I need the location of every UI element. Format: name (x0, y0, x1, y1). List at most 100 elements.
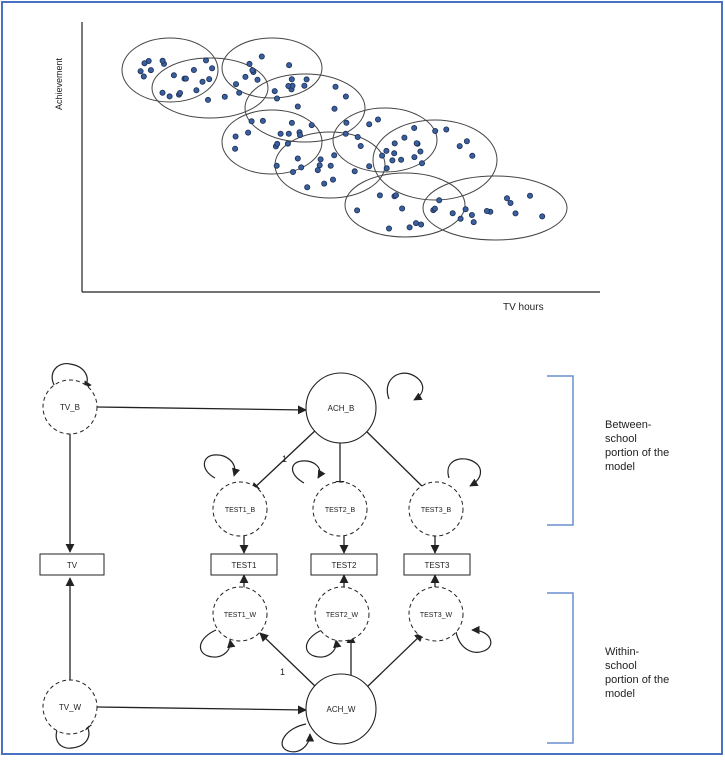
cluster-ellipse (221, 37, 323, 99)
variance-loops (51, 363, 492, 753)
loop-test1-w (199, 629, 236, 658)
student-dot (274, 140, 281, 147)
node-test2-w: TEST2_W (314, 586, 370, 642)
student-dot (284, 140, 291, 147)
student-dot (418, 160, 425, 167)
student-dot (190, 67, 197, 74)
node-test2-w-label: TEST2_W (326, 612, 359, 619)
y-axis-label: Achievement (54, 57, 64, 110)
within-label: Within- school portion of the model (605, 646, 672, 700)
cluster-ellipse (372, 119, 498, 201)
student-dot (137, 68, 144, 75)
path-model: 1 1 TV_B ACH_B TEST1_B TEST2_B TEST3_B T… (39, 363, 672, 753)
student-dot (366, 163, 373, 170)
student-dot (176, 90, 183, 97)
student-dot (296, 132, 303, 139)
student-dot (329, 176, 336, 183)
student-dot (285, 130, 292, 137)
node-test2-b-label: TEST2_B (325, 507, 356, 514)
student-dot (412, 220, 419, 227)
student-dot (389, 157, 396, 164)
student-dot (248, 118, 255, 125)
loop-tv-b (51, 363, 92, 392)
student-dot (468, 211, 475, 218)
student-dot (331, 105, 338, 112)
student-dot (469, 152, 476, 159)
cluster-ellipse (221, 109, 323, 175)
student-dot (166, 93, 173, 100)
student-dots (137, 53, 546, 232)
student-dot (301, 82, 308, 89)
student-dot (413, 140, 420, 147)
node-test3-w-label: TEST3_W (420, 612, 453, 619)
loop-test3-b (447, 458, 482, 487)
student-dot (316, 162, 323, 169)
cluster-ellipse (422, 175, 568, 241)
student-dot (354, 133, 361, 140)
student-dot (374, 116, 381, 123)
student-dot (321, 180, 328, 187)
student-dot (147, 67, 154, 74)
student-dot (242, 73, 249, 80)
student-dot (232, 81, 239, 88)
student-dot (273, 162, 280, 169)
student-dot (457, 215, 464, 222)
student-dot (443, 126, 450, 133)
node-test3: TEST3 (403, 553, 471, 576)
student-dot (289, 168, 296, 175)
student-dot (431, 205, 438, 212)
student-dot (411, 125, 418, 132)
loading-label-within: 1 (280, 667, 285, 677)
student-dot (249, 67, 256, 74)
student-dot (418, 221, 425, 228)
student-dot (539, 213, 546, 220)
loop-test1-b (203, 454, 241, 479)
node-test1-b: TEST1_B (212, 481, 268, 537)
student-dot (327, 162, 334, 169)
student-dot (399, 205, 406, 212)
student-dot (436, 197, 443, 204)
node-test3-w: TEST3_W (408, 586, 464, 642)
node-tv-label: TV (67, 561, 78, 570)
node-test2-label: TEST2 (332, 561, 357, 570)
student-dot (286, 62, 293, 69)
student-dot (432, 127, 439, 134)
student-dot (199, 78, 206, 85)
student-dot (343, 119, 350, 126)
student-dot (140, 73, 147, 80)
node-tv-b: TV_B (42, 379, 98, 435)
student-dot (170, 72, 177, 79)
node-tv-w: TV_W (42, 679, 98, 735)
student-dot (308, 122, 315, 129)
arrow-achw-test1w (259, 632, 317, 688)
node-test2-b: TEST2_B (312, 481, 368, 537)
x-axis-label: TV hours (503, 302, 544, 313)
scatter-panel: Achievement TV hours (54, 22, 600, 313)
student-dot (202, 57, 209, 64)
arrow-achb-test1b (250, 427, 319, 492)
student-dot (193, 87, 200, 94)
student-dot (401, 134, 408, 141)
loop-test2-b (291, 460, 326, 484)
student-dot (383, 147, 390, 154)
node-test3-label: TEST3 (425, 561, 450, 570)
node-test1-label: TEST1 (232, 561, 257, 570)
student-dot (206, 76, 213, 83)
loading-label-between: 1 (282, 454, 287, 464)
loop-tv-w (55, 721, 93, 749)
student-dot (417, 148, 424, 155)
student-dot (246, 60, 253, 67)
student-dot (527, 192, 534, 199)
node-test2: TEST2 (310, 553, 378, 576)
arrow-tvb-achb (96, 405, 307, 415)
student-dot (232, 133, 239, 140)
student-dot (288, 119, 295, 126)
node-test1-w: TEST1_W (212, 586, 268, 642)
student-dot (503, 195, 510, 202)
loop-ach-w (281, 723, 315, 753)
cluster-ellipse (151, 57, 269, 119)
student-dot (398, 156, 405, 163)
student-dot (392, 192, 399, 199)
